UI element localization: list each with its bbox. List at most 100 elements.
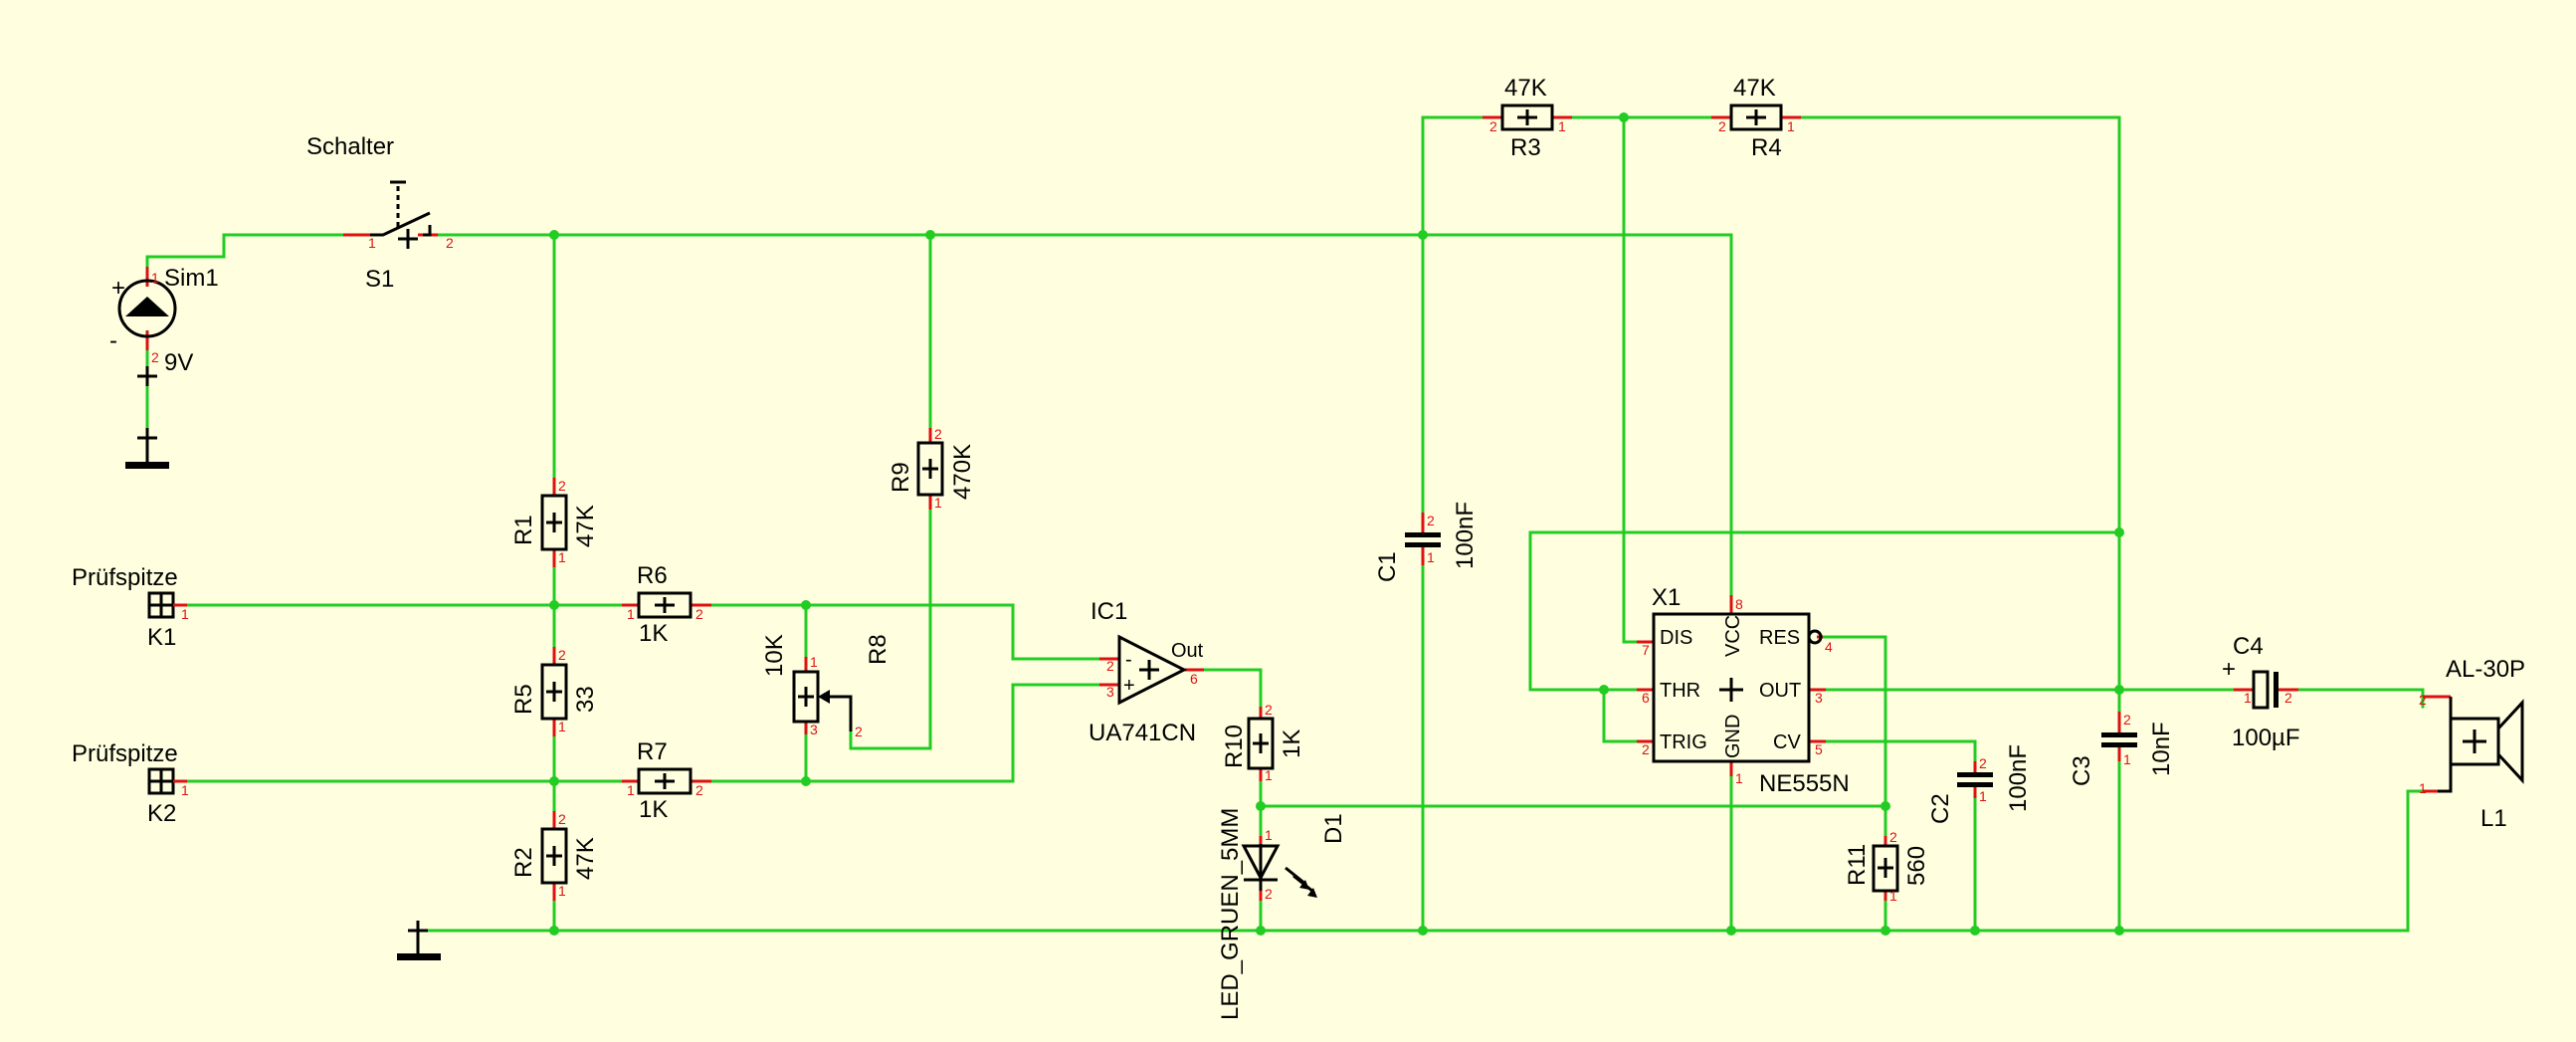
capacitor-c1[interactable]: 2 1 C1 100nF xyxy=(1374,502,1479,582)
svg-text:2: 2 xyxy=(2284,690,2292,706)
led-d1[interactable]: 1 2 D1 LED_GRUEN_5MM xyxy=(1217,808,1347,1020)
resistor-r4[interactable]: 2 1 47K R4 xyxy=(1711,75,1801,161)
sim1-name: Sim1 xyxy=(164,265,219,292)
svg-text:1: 1 xyxy=(558,549,566,565)
svg-text:2: 2 xyxy=(2419,692,2427,708)
junction-dot xyxy=(1619,112,1629,122)
r8-name: R8 xyxy=(865,634,892,665)
svg-text:6: 6 xyxy=(1190,671,1198,687)
r6-name: R6 xyxy=(637,562,668,589)
svg-text:1: 1 xyxy=(181,606,189,622)
svg-text:2: 2 xyxy=(558,811,566,827)
resistor-r9[interactable]: 2 1 R9 470K xyxy=(888,426,976,511)
c3-name: C3 xyxy=(2069,755,2095,786)
svg-text:1: 1 xyxy=(810,654,818,670)
c2-name: C2 xyxy=(1927,793,1954,824)
l1-value: AL-30P xyxy=(2446,656,2525,683)
r1-value: 47K xyxy=(572,505,599,547)
c2-value: 100nF xyxy=(2005,744,2032,812)
connector-k1[interactable]: 1 Prüfspitze K1 xyxy=(72,564,189,651)
pin-trig: TRIG xyxy=(1660,731,1707,753)
r7-name: R7 xyxy=(637,738,668,765)
r10-value: 1K xyxy=(1279,729,1305,758)
junction-dot xyxy=(1256,801,1266,811)
resistor-r3[interactable]: 2 1 47K R3 xyxy=(1483,75,1572,161)
resistor-r10[interactable]: 2 1 R10 1K xyxy=(1221,702,1305,783)
r11-value: 560 xyxy=(1903,846,1930,886)
svg-text:8: 8 xyxy=(1735,596,1743,612)
wires xyxy=(145,115,2425,933)
opamp-plus: + xyxy=(1123,675,1135,697)
junction-dot xyxy=(1418,926,1428,936)
junction-dot xyxy=(2114,527,2124,537)
svg-text:1: 1 xyxy=(1889,888,1897,904)
c4-value: 100µF xyxy=(2232,725,2300,751)
wire xyxy=(145,233,345,269)
r9-name: R9 xyxy=(888,462,914,493)
wire xyxy=(1202,668,1263,709)
svg-text:2: 2 xyxy=(695,782,703,798)
junctions xyxy=(549,112,2124,936)
svg-text:2: 2 xyxy=(695,606,703,622)
svg-text:1: 1 xyxy=(2123,751,2131,767)
r2-value: 47K xyxy=(572,837,599,880)
resistor-r11[interactable]: 2 1 R11 560 xyxy=(1844,829,1930,904)
k2-label: Prüfspitze xyxy=(72,740,178,767)
svg-text:3: 3 xyxy=(1106,684,1114,700)
c1-name: C1 xyxy=(1374,551,1401,582)
wire xyxy=(709,603,1101,661)
connector-k2[interactable]: 1 Prüfspitze K2 xyxy=(72,740,189,827)
resistor-r6[interactable]: 1 2 R6 1K xyxy=(622,562,711,647)
timer-ic-x1[interactable]: DIS THR TRIG RES OUT CV VCC GND 7 6 2 8 … xyxy=(1637,584,1850,797)
capacitor-c4[interactable]: + 1 2 C4 100µF xyxy=(2222,633,2300,751)
k1-name: K1 xyxy=(147,624,176,651)
svg-text:1: 1 xyxy=(1979,788,1987,804)
svg-text:2: 2 xyxy=(1718,118,1726,134)
pin-thr: THR xyxy=(1660,680,1700,702)
junction-dot xyxy=(1726,926,1736,936)
svg-text:1: 1 xyxy=(181,782,189,798)
capacitor-c3[interactable]: 2 1 C3 10nF xyxy=(2069,712,2175,786)
wire xyxy=(849,506,932,750)
battery-sim1[interactable]: + - 1 2 Sim1 9V xyxy=(109,265,219,386)
svg-text:2: 2 xyxy=(1979,755,1987,771)
k1-label: Prüfspitze xyxy=(72,564,178,591)
junction-dot xyxy=(925,230,935,240)
svg-text:2: 2 xyxy=(151,349,159,365)
resistor-r2[interactable]: 2 1 R2 47K xyxy=(510,811,599,901)
speaker-l1[interactable]: 2 1 AL-30P L1 xyxy=(2419,656,2525,832)
r4-name: R4 xyxy=(1751,134,1782,161)
pin-cv: CV xyxy=(1773,731,1801,753)
wire xyxy=(709,683,1101,783)
wire xyxy=(2296,688,2425,709)
svg-text:1: 1 xyxy=(2419,780,2427,796)
resistor-r1[interactable]: 2 1 R1 47K xyxy=(510,478,599,567)
wire xyxy=(1528,530,2121,692)
opamp-out: Out xyxy=(1171,640,1204,662)
opamp-ic1[interactable]: - + 2 3 6 Out IC1 UA741CN xyxy=(1089,598,1204,746)
switch-s1[interactable]: 1 2 Schalter S1 xyxy=(306,133,454,293)
junction-dot xyxy=(549,600,559,610)
junction-dot xyxy=(1881,926,1890,936)
svg-text:2: 2 xyxy=(1265,702,1273,718)
r3-value: 47K xyxy=(1504,75,1547,102)
r6-value: 1K xyxy=(639,620,668,647)
svg-text:2: 2 xyxy=(1889,829,1897,845)
svg-text:1: 1 xyxy=(1265,767,1273,783)
capacitor-c2[interactable]: 2 1 C2 100nF xyxy=(1927,744,2032,824)
r11-name: R11 xyxy=(1844,844,1871,886)
ground-symbol-bottom xyxy=(397,921,441,960)
svg-text:2: 2 xyxy=(1265,886,1273,902)
potentiometer-r8[interactable]: 1 3 2 10K R8 xyxy=(761,634,892,739)
svg-text:2: 2 xyxy=(1642,741,1650,757)
svg-text:2: 2 xyxy=(1427,513,1435,528)
junction-dot xyxy=(2114,926,2124,936)
resistor-r5[interactable]: 2 1 R5 33 xyxy=(510,647,599,736)
resistor-r7[interactable]: 1 2 R7 1K xyxy=(622,738,711,823)
svg-text:1: 1 xyxy=(558,883,566,899)
c3-value: 10nF xyxy=(2148,722,2175,776)
r7-value: 1K xyxy=(639,796,668,823)
r2-name: R2 xyxy=(510,847,537,878)
switch-title: Schalter xyxy=(306,133,394,160)
